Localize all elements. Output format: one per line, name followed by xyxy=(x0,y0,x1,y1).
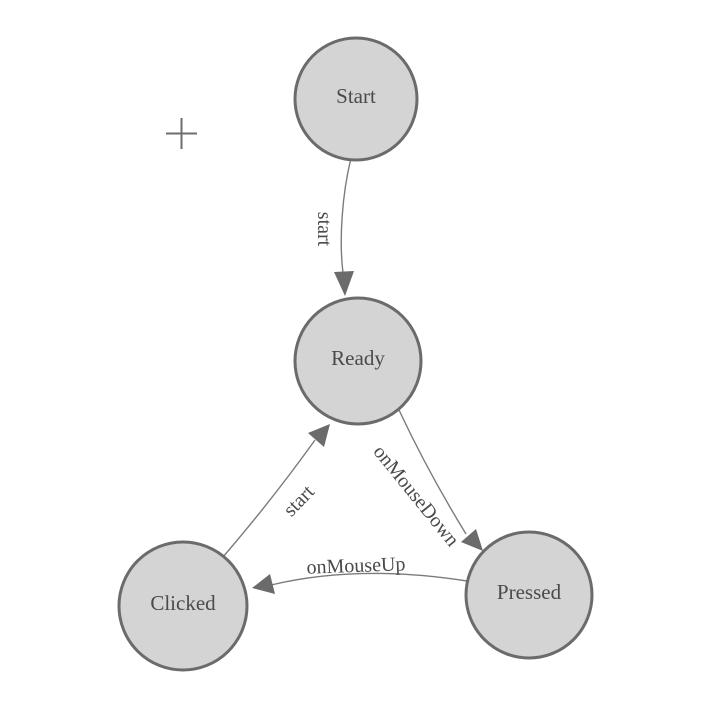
node-pressed-label: Pressed xyxy=(497,580,562,604)
edge-pressed-to-clicked-line[interactable] xyxy=(270,572,468,586)
node-ready-label: Ready xyxy=(331,346,385,370)
node-clicked-label: Clicked xyxy=(150,591,216,615)
node-ready-circle[interactable] xyxy=(293,296,423,426)
edge-label-start-to-ready: start xyxy=(313,212,335,247)
arrowhead-clicked-to-ready xyxy=(308,424,330,447)
edge-ready-to-pressed-line[interactable] xyxy=(398,409,467,535)
node-start-circle[interactable] xyxy=(293,36,419,162)
crosshair-plus-icon xyxy=(166,118,197,149)
edge-clicked-to-ready[interactable] xyxy=(222,424,330,558)
edge-ready-to-pressed[interactable] xyxy=(398,409,483,551)
arrowhead-start-to-ready xyxy=(334,271,354,296)
node-pressed[interactable]: Pressed xyxy=(464,530,594,660)
arrowhead-ready-to-pressed xyxy=(461,529,483,551)
node-start-label: Start xyxy=(336,84,376,108)
node-clicked-circle[interactable] xyxy=(117,540,249,672)
edge-label-pressed-to-clicked: onMouseUp xyxy=(306,553,406,578)
edge-start-to-ready[interactable] xyxy=(334,157,354,296)
edge-label-ready-to-pressed: onMouseDown xyxy=(369,441,464,551)
node-ready[interactable]: Ready xyxy=(293,296,423,426)
arrowhead-pressed-to-clicked xyxy=(252,574,275,594)
node-start[interactable]: Start xyxy=(293,36,419,162)
edge-clicked-to-ready-line[interactable] xyxy=(222,439,316,558)
edge-label-clicked-to-ready: start xyxy=(279,481,319,521)
edge-start-to-ready-line[interactable] xyxy=(340,157,352,274)
node-pressed-circle[interactable] xyxy=(464,530,594,660)
edge-pressed-to-clicked[interactable] xyxy=(252,572,468,594)
node-clicked[interactable]: Clicked xyxy=(117,540,249,672)
